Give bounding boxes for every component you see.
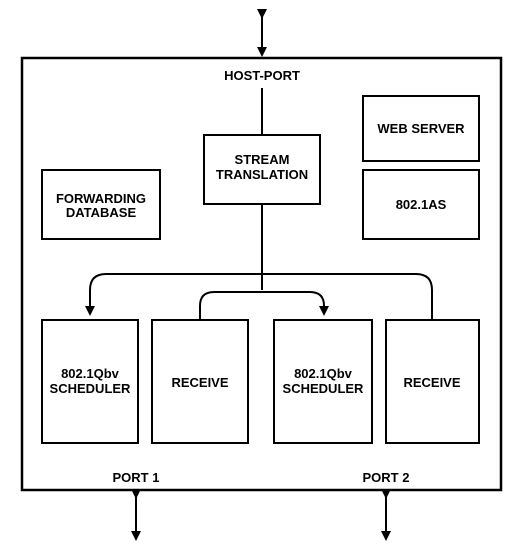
- forwarding-database-block: FORWARDING DATABASE: [41, 169, 161, 240]
- receive-1-to-scheduler-2-arrow: [199, 291, 329, 320]
- stream-translation-label-line-2: TRANSLATION: [216, 167, 308, 182]
- stream-translation-block: STREAM TRANSLATION: [203, 134, 321, 205]
- web-server-label: WEB SERVER: [377, 121, 465, 136]
- ieee-802-1as-block: 802.1AS: [362, 169, 480, 240]
- forwarding-database-label-line-1: FORWARDING: [56, 191, 146, 206]
- scheduler-1-label-line-1: 802.1Qbv: [61, 366, 120, 381]
- device-outline: [20, 56, 503, 492]
- scheduler-1-label-line-2: SCHEDULER: [50, 381, 132, 396]
- scheduler-2-label-line-2: SCHEDULER: [283, 381, 365, 396]
- port-1-label: PORT 1: [113, 470, 160, 485]
- scheduler-2-label-line-1: 802.1Qbv: [294, 366, 353, 381]
- ieee-802-1as-label: 802.1AS: [396, 197, 447, 212]
- forwarding-database-label-line-2: DATABASE: [66, 205, 137, 220]
- stream-translation-label-line-1: STREAM: [235, 152, 290, 167]
- host-port-label: HOST-PORT: [224, 68, 300, 83]
- receive-2-to-bus-line: [262, 273, 433, 320]
- receive-2-label: RECEIVE: [403, 375, 460, 390]
- scheduler-2-block: 802.1Qbv SCHEDULER: [273, 319, 373, 444]
- receive-1-label: RECEIVE: [171, 375, 228, 390]
- port-2-label: PORT 2: [363, 470, 410, 485]
- web-server-block: WEB SERVER: [362, 95, 480, 162]
- receive-2-block: RECEIVE: [385, 319, 480, 444]
- receive-1-block: RECEIVE: [151, 319, 249, 444]
- bus-to-scheduler-1-arrow: [85, 273, 262, 316]
- scheduler-1-block: 802.1Qbv SCHEDULER: [41, 319, 139, 444]
